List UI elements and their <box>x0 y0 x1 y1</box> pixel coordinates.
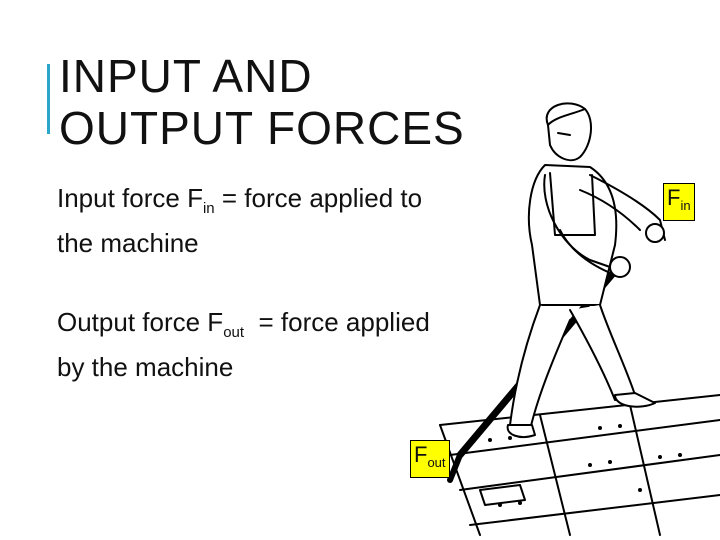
input-force-label: Fin <box>663 183 695 221</box>
slide-title: INPUT AND OUTPUT FORCES <box>59 50 465 154</box>
fout-label-sub: out <box>427 455 445 470</box>
output-force-line-2: by the machine <box>57 352 233 382</box>
title-line-1: INPUT AND <box>59 50 465 102</box>
output-force-label: Fout <box>410 440 450 478</box>
output-force-subscript: out <box>223 324 244 341</box>
fout-label-main: F <box>414 442 427 467</box>
title-line-2: OUTPUT FORCES <box>59 102 465 154</box>
input-force-subscript: in <box>203 200 215 217</box>
fin-label-sub: in <box>680 198 690 213</box>
man-using-lever-crowbar-illustration <box>420 95 720 540</box>
fin-label-main: F <box>667 185 680 210</box>
input-force-line-2: the machine <box>57 228 199 258</box>
input-force-prefix: Input force F <box>57 183 203 213</box>
input-force-suffix: = force applied to <box>215 183 422 213</box>
title-accent-bar <box>47 64 50 134</box>
output-force-prefix: Output force F <box>57 307 223 337</box>
output-force-suffix: = force applied <box>244 307 430 337</box>
